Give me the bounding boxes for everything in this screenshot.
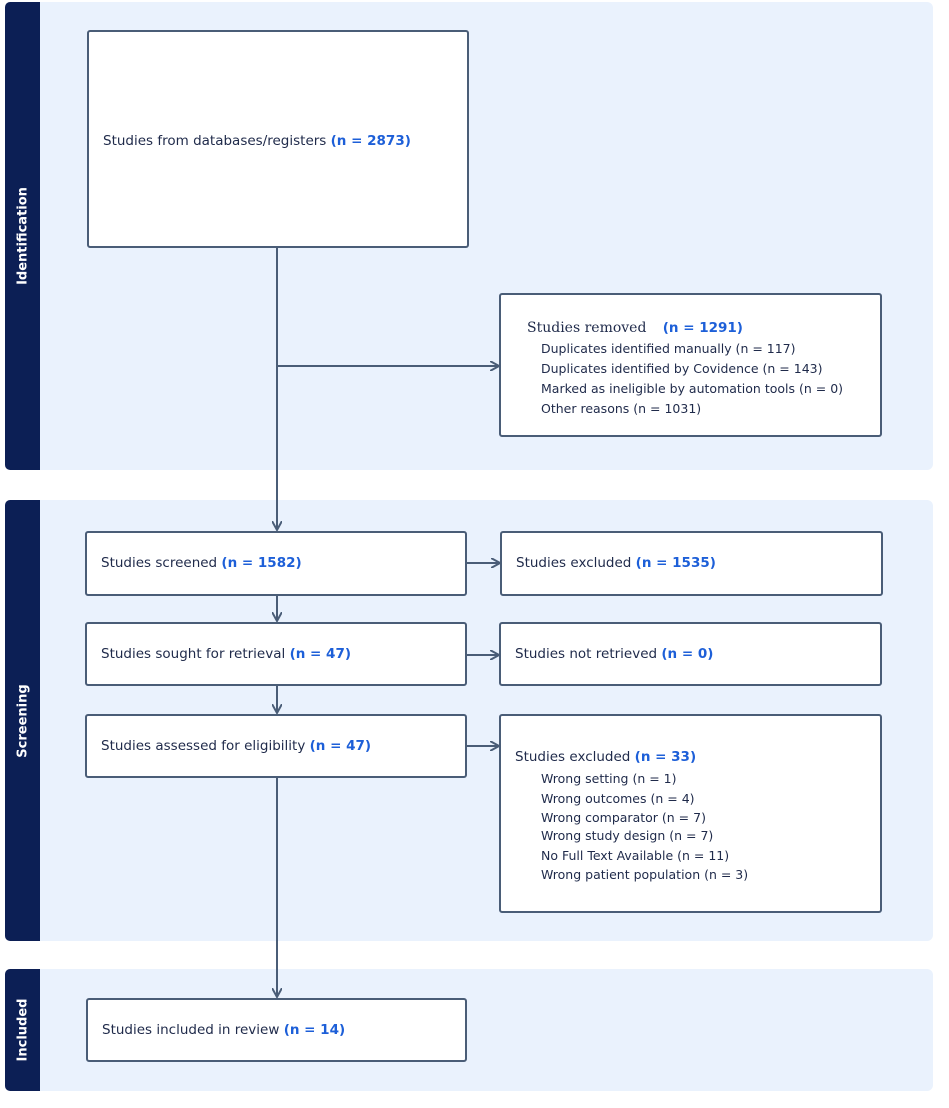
excluded-full-label: Studies excluded	[515, 749, 631, 765]
removed-label: Studies removed	[527, 320, 647, 336]
exclusion-reason: No Full Text Available (n = 11)	[541, 848, 730, 863]
excluded-full-box: Studies excluded (n = 33) Wrong setting …	[499, 714, 882, 913]
screened-box: Studies screened (n = 1582)	[85, 531, 467, 596]
assessed-label: Studies assessed for eligibility	[101, 738, 306, 754]
exclusion-reason: Wrong outcomes (n = 4)	[541, 791, 695, 806]
included-box: Studies included in review (n = 14)	[86, 998, 467, 1062]
not-retrieved-label: Studies not retrieved	[515, 646, 658, 662]
removed-count: (n = 1291)	[662, 320, 743, 336]
sought-label: Studies sought for retrieval	[101, 646, 286, 662]
removed-item: Marked as ineligible by automation tools…	[541, 381, 844, 396]
assessed-box: Studies assessed for eligibility (n = 47…	[85, 714, 467, 778]
included-review-count: (n = 14)	[283, 1022, 346, 1038]
sought-count: (n = 47)	[289, 646, 352, 662]
identification-bar: Identification	[5, 2, 40, 470]
excluded-screen-label: Studies excluded	[516, 555, 632, 571]
exclusion-reason: Wrong setting (n = 1)	[541, 771, 677, 786]
included-review-label: Studies included in review	[102, 1022, 280, 1038]
removed-box: Studies removed (n = 1291) Duplicates id…	[499, 293, 882, 437]
not-retrieved-box: Studies not retrieved (n = 0)	[499, 622, 882, 686]
excluded-screen-box: Studies excluded (n = 1535)	[500, 531, 883, 596]
removed-item: Duplicates identified manually (n = 117)	[541, 341, 796, 356]
exclusion-reason: Wrong comparator (n = 7)	[541, 810, 706, 825]
not-retrieved-count: (n = 0)	[661, 646, 714, 662]
screened-label: Studies screened	[101, 555, 218, 571]
included-bar: Included	[5, 969, 40, 1091]
removed-item: Duplicates identified by Covidence (n = …	[541, 361, 823, 376]
databases-box: Studies from databases/registers (n = 28…	[87, 30, 469, 248]
screened-count: (n = 1582)	[221, 555, 302, 571]
excluded-screen-count: (n = 1535)	[635, 555, 716, 571]
excluded-full-count: (n = 33)	[634, 749, 697, 765]
exclusion-reason: Wrong study design (n = 7)	[541, 828, 714, 843]
databases-label: Studies from databases/registers	[103, 133, 327, 149]
screening-bar: Screening	[5, 500, 40, 941]
removed-item: Other reasons (n = 1031)	[541, 401, 702, 416]
exclusion-reason: Wrong patient population (n = 3)	[541, 867, 749, 882]
assessed-count: (n = 47)	[309, 738, 372, 754]
databases-count: (n = 2873)	[330, 133, 411, 149]
sought-box: Studies sought for retrieval (n = 47)	[85, 622, 467, 686]
